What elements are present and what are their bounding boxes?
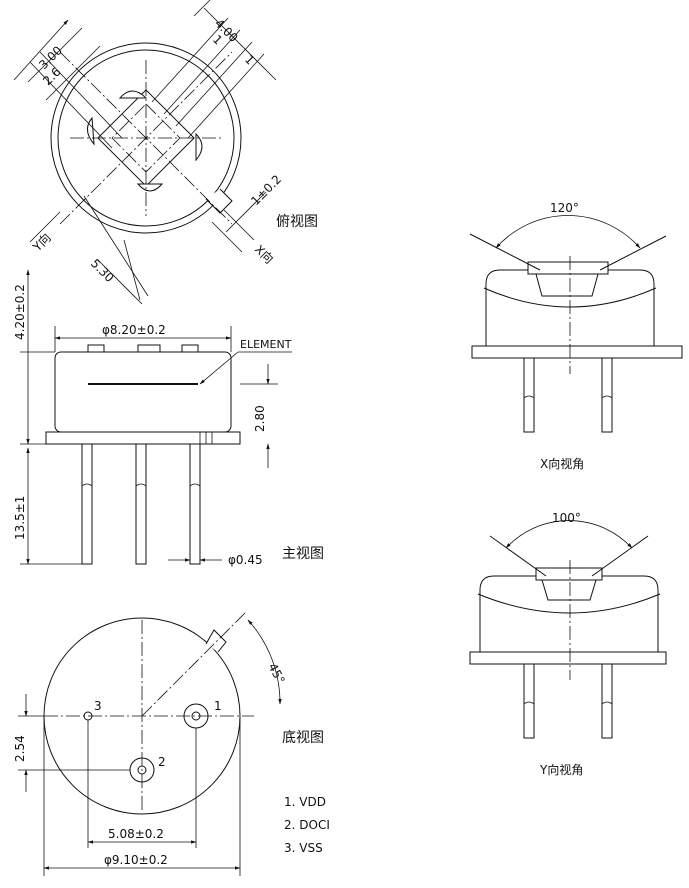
dim-can-diameter: φ8.20±0.2: [102, 323, 166, 337]
pin-legend-item: 2. DOCI: [284, 818, 330, 832]
main-header: [45, 431, 241, 445]
pin-legend-item: 3. VSS: [284, 841, 323, 855]
top-view: 3.00 2.6 4.00 1 1 1±0.2 5.30 Y向 X向 俯视图: [13, 0, 318, 305]
top-tab: [205, 188, 233, 214]
pin-3-label: 3: [94, 699, 102, 713]
main-view: 4.20±0.2 φ8.20±0.2 ELEMENT 2.80 13.5±1 φ…: [13, 269, 324, 567]
y-direction-label: Y向: [29, 230, 54, 255]
pin-1-label: 1: [214, 699, 222, 713]
bottom-view-title: 底视图: [282, 730, 324, 746]
x-view-caption: X向视角: [540, 456, 584, 471]
dim-280: 2.80: [253, 405, 267, 432]
lead-1: [81, 443, 93, 565]
x-direction-label: X向: [252, 242, 277, 267]
pad-left: [87, 116, 95, 146]
dim-pin-diameter: φ0.45: [228, 553, 263, 567]
y-view-angle-label: 100°: [552, 511, 581, 525]
angle-45: 45°: [265, 661, 287, 686]
dim-910: φ9.10±0.2: [104, 853, 168, 867]
top-outer-circle: [50, 42, 242, 234]
dim-254: 2.54: [13, 735, 27, 762]
dim-1b: 1: [242, 52, 257, 67]
dim-lead-length: 13.5±1: [13, 496, 27, 540]
bottom-view: 45° 1 2 3 2.54 5.08±0.2 φ9.10±0.2 底视图: [13, 611, 324, 876]
lead-2: [135, 443, 147, 565]
pin-2-label: 2: [158, 755, 166, 769]
x-view-angle: 120° X向视角: [469, 201, 683, 471]
y-view-caption: Y向视角: [539, 762, 583, 777]
pin-legend: 1. VDD 2. DOCI 3. VSS: [284, 795, 330, 855]
dim-height: 4.20±0.2: [13, 284, 27, 340]
pad-bottom: [136, 183, 164, 192]
dim-110: 1±0.2: [248, 172, 284, 208]
top-view-title: 俯视图: [276, 214, 318, 230]
element-label: ELEMENT: [240, 338, 292, 351]
pin-legend-item: 1. VDD: [284, 795, 326, 809]
lead-3: [189, 443, 201, 565]
pad-top: [118, 90, 148, 99]
pad-right: [195, 132, 203, 162]
x-view-angle-label: 120°: [550, 201, 579, 215]
dim-530: 5.30: [88, 256, 117, 285]
dim-508: 5.08±0.2: [108, 827, 164, 841]
top-inner-circle: [57, 49, 235, 227]
y-view-angle: 100° Y向视角: [469, 511, 667, 777]
main-view-title: 主视图: [282, 546, 324, 562]
main-can: [54, 351, 232, 433]
dim-1a: 1: [210, 32, 225, 47]
